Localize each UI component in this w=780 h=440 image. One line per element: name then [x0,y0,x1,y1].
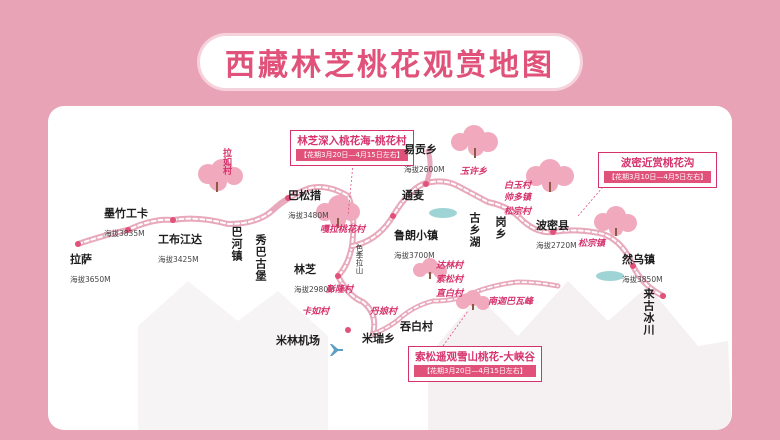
flower-label-bangri: 彭隆村 [326,285,354,295]
place-laigu: 来古冰川 [642,288,655,336]
peach-tree-icon [451,125,498,158]
road-yigong [423,148,433,187]
flower-label-danniang: 丹娘村 [370,307,398,317]
place-bomi: 波密县海拔2720M [536,219,577,250]
callout-taohua: 林芝深入桃花海-桃花村 【花期3月20日—4月15日左右】 [290,130,414,166]
flower-label-labo: 拉如村 [221,148,231,175]
pin-gongbu [170,217,176,223]
pin-milin [345,327,351,333]
place-tongmai: 通麦 [402,189,424,202]
place-sejila: 色季拉山 [355,244,364,274]
flower-label-songzong: 松宗村 [504,207,532,217]
pin-lasa [75,241,81,247]
callout-bomi-sub: 【花期3月10日—4月5日左右】 [604,171,712,183]
mountain-watermark-left [138,281,328,430]
place-ranwu: 然乌镇海拔3850M [622,253,663,284]
map-title-banner: 西藏林芝桃花观赏地图 [200,36,580,88]
place-mirui: 米瑞乡 [362,332,395,345]
flower-label-suosong: 索松村 [436,275,464,285]
flower-label-jiaolin: 卡如村 [302,307,330,317]
road-suosong-line [372,281,559,335]
place-mozhu: 墨竹工卡海拔3835M [104,207,148,238]
place-lulang: 鲁朗小镇海拔3700M [394,229,438,260]
peach-tree-icon [526,159,574,192]
mountain-watermark [428,281,732,430]
pin-linzhi [335,273,341,279]
callout-suosong-sub: 【花期3月20日—4月15日左右】 [414,365,536,377]
pin-basong [285,195,291,201]
peach-tree-icon [594,206,637,236]
leader-taohua [347,163,354,217]
peach-trees [198,125,637,310]
flower-label-nanjiabawa: 南迦巴瓦峰 [488,297,534,307]
basongcuo-lake [429,208,457,218]
flower-label-shuai: 帅多镇 [504,193,532,203]
airplane-icon [330,344,343,356]
peach-tree-icon [198,159,243,192]
ranwu-lake [596,271,624,281]
place-milin: 米林机场 [276,334,320,347]
map-pins [75,181,666,333]
map-card: 林芝深入桃花海-桃花村 【花期3月20日—4月15日左右】 波密近赏桃花沟 【花… [48,106,732,430]
callout-bomi-title: 波密近赏桃花沟 [620,157,695,169]
flower-label-bomi-east: 松宗镇 [578,239,606,249]
leader-suosong [442,310,469,347]
place-bahe: 巴河镇 [230,226,243,262]
flower-label-dimu: 达林村 [436,261,464,271]
pin-laigu [660,293,666,299]
flower-label-gala: 嘎拉桃花村 [320,225,366,235]
main-road-line [77,186,376,335]
place-xiuba: 秀巴古堡 [254,234,267,282]
map-title: 西藏林芝桃花观赏地图 [225,48,555,83]
flower-label-baiyu: 白玉村 [504,181,532,191]
place-lasa: 拉萨海拔3650M [70,253,111,284]
flower-label-yuxu: 玉许乡 [460,167,488,177]
pin-mozhu [125,227,131,233]
road-to-lulang-line [351,180,664,297]
pin-bomi [550,229,556,235]
place-basongcuo: 巴松措海拔3480M [288,189,329,220]
flower-label-zhibai: 直白村 [436,289,464,299]
callout-taohua-title: 林芝深入桃花海-桃花村 [297,135,407,147]
callout-suosong-title: 索松遥观雪山桃花-大峡谷 [415,351,535,363]
place-gangxiang: 岗乡 [494,216,507,240]
callout-bomi: 波密近赏桃花沟 【花期3月10日—4月5日左右】 [598,152,718,188]
peach-tree-icon [456,290,490,310]
callout-taohua-sub: 【花期3月20日—4月15日左右】 [296,149,408,161]
place-linzhi: 林芝海拔2980M [294,263,335,294]
pin-ranwu [630,263,636,269]
place-gongbu: 工布江达海拔3425M [158,233,202,264]
route-map [75,125,732,430]
peach-tree-icon [413,258,447,279]
callout-suosong: 索松遥观雪山桃花-大峡谷 【花期3月20日—4月15日左右】 [408,346,542,382]
peach-tree-icon [316,195,360,228]
place-tunbai: 吞白村 [400,320,433,333]
place-yigong: 易贡乡海拔2600M [404,143,445,174]
pin-lulang [390,213,396,219]
pin-tongmai [423,181,429,187]
place-guxiang: 古乡湖 [468,212,481,248]
